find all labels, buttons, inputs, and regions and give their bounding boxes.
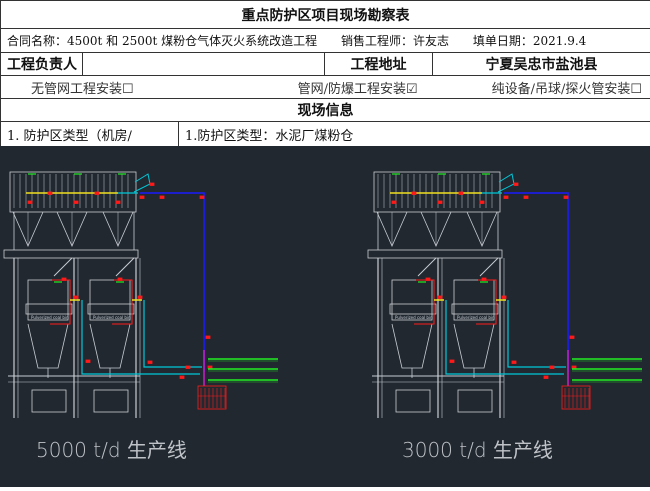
nozzle [74, 296, 78, 299]
zone-type-value: 1.防护区类型：水泥厂煤粉仓 [179, 122, 650, 147]
option-pipe-explosion[interactable]: 管网/防爆工程安装☑ [298, 78, 418, 97]
branch-pipe [508, 300, 566, 367]
feeder [458, 390, 492, 412]
chute [418, 258, 436, 276]
site-info-header: 现场信息 [1, 99, 650, 122]
bin-band [452, 304, 498, 314]
nozzle [160, 196, 164, 199]
bin-label: Pulverized coal bin [93, 315, 131, 320]
contract-name: 合同名称：4500t 和 2500t 煤粉仓气体灭火系统改造工程 [7, 34, 317, 48]
branch-pipe [82, 300, 200, 374]
nozzle [180, 376, 184, 379]
nozzle [482, 278, 486, 281]
nozzle [438, 296, 442, 299]
address-label: 工程地址 [325, 53, 433, 76]
main-pipe [504, 193, 568, 372]
nozzle [150, 183, 154, 186]
main-pipe [140, 193, 204, 372]
nozzle [480, 201, 484, 204]
nozzle [48, 192, 52, 195]
bin-label: Pulverized coal bin [395, 315, 433, 320]
nozzle [564, 196, 568, 199]
nozzle [62, 278, 66, 281]
feeder [32, 390, 66, 412]
chute [480, 258, 498, 276]
nozzle [140, 196, 144, 199]
chute [54, 258, 72, 276]
collector-frame [10, 172, 136, 212]
nozzle [514, 183, 518, 186]
option-equipment-only[interactable]: 纯设备/吊球/探火管安装☐ [492, 78, 642, 97]
nozzle [28, 201, 32, 204]
cylinder-rack [562, 386, 590, 409]
bin-cone [454, 324, 494, 368]
address-value: 宁夏吴忠市盐池县 [433, 53, 650, 76]
left-caption: 5000 t/d 生产线 [36, 434, 187, 463]
cylinder-rack [198, 386, 226, 409]
manager-label: 工程负责人 [1, 53, 83, 76]
nozzle [148, 361, 152, 364]
nozzle [572, 366, 576, 369]
nozzle [570, 336, 574, 339]
bin-band [26, 304, 72, 314]
nozzle [206, 336, 210, 339]
nozzle [208, 366, 212, 369]
feeder [94, 390, 128, 412]
nozzle [512, 361, 516, 364]
nozzle [504, 196, 508, 199]
collector-frame [374, 172, 500, 212]
nozzle [95, 192, 99, 195]
nozzle [74, 201, 78, 204]
nozzle [426, 278, 430, 281]
option-no-pipe[interactable]: 无管网工程安装☐ [31, 78, 134, 97]
nozzle [138, 296, 142, 299]
nozzle [524, 196, 528, 199]
nozzle [186, 366, 190, 369]
bin-band [390, 304, 436, 314]
nozzle [459, 192, 463, 195]
feeder [396, 390, 430, 412]
survey-form: 重点防护区项目现场勘察表 合同名称：4500t 和 2500t 煤粉仓气体灭火系… [0, 0, 650, 147]
platform [368, 250, 502, 258]
nozzle [550, 366, 554, 369]
zone-type-label: 1. 防护区类型（机房/ [1, 122, 179, 147]
right-caption: 3000 t/d 生产线 [402, 434, 553, 463]
nozzle [116, 201, 120, 204]
branch-pipe [144, 300, 202, 367]
branch-pipe [446, 300, 564, 374]
nozzle [200, 196, 204, 199]
nozzle [412, 192, 416, 195]
bin-label: Pulverized coal bin [457, 315, 495, 320]
fill-date: 填单日期：2021.9.4 [473, 34, 586, 48]
platform [4, 250, 138, 258]
cad-drawing: Pulverized coal bin Pulverized coal bin Pu… [0, 146, 650, 487]
bin-band [88, 304, 134, 314]
nozzle [86, 360, 90, 363]
nozzle [438, 201, 442, 204]
bin-cone [28, 324, 68, 368]
install-type-row: 无管网工程安装☐ 管网/防爆工程安装☑ 纯设备/吊球/探火管安装☐ [1, 76, 650, 99]
contract-row: 合同名称：4500t 和 2500t 煤粉仓气体灭火系统改造工程 销售工程师：许… [1, 29, 650, 53]
nozzle [118, 278, 122, 281]
form-title: 重点防护区项目现场勘察表 [1, 1, 650, 29]
chute [116, 258, 134, 276]
bin-cone [90, 324, 130, 368]
sales-engineer: 销售工程师：许友志 [341, 34, 449, 48]
nozzle [544, 376, 548, 379]
bin-cone [392, 324, 432, 368]
manager-value[interactable] [83, 53, 325, 76]
nozzle [450, 360, 454, 363]
bin-label: Pulverized coal bin [31, 315, 69, 320]
nozzle [392, 201, 396, 204]
nozzle [502, 296, 506, 299]
